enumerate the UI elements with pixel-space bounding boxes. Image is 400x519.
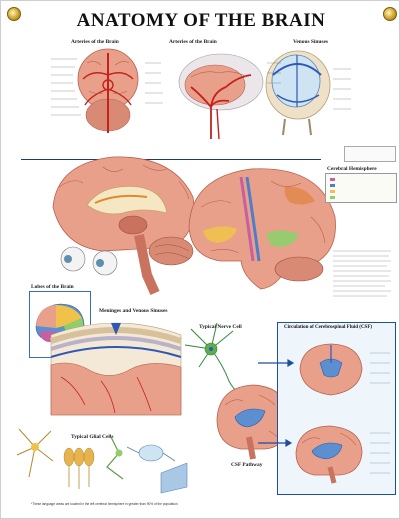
section-title-lobes: Lobes of the Brain bbox=[31, 284, 74, 290]
divider-top bbox=[21, 159, 321, 160]
sagittal-brain-illustration bbox=[52, 156, 195, 296]
csf-sagittal-illustration bbox=[295, 425, 363, 484]
glial-cells-illustration bbox=[16, 428, 188, 494]
legend-row-1 bbox=[330, 177, 337, 181]
functional-areas-key-lines bbox=[333, 250, 391, 297]
legend-row-2 bbox=[330, 183, 337, 187]
section-title-glial-cells: Typical Glial Cells bbox=[71, 434, 114, 440]
section-title-nerve-cell: Typical Nerve Cell bbox=[199, 324, 242, 330]
csf-circulation-panel: Circulation of Cerebrospinal Fluid (CSF) bbox=[258, 322, 396, 495]
arteries-base-illustration bbox=[77, 48, 139, 133]
legend-row-4 bbox=[330, 195, 337, 199]
csf-coronal-illustration bbox=[299, 343, 363, 396]
meninges-illustration bbox=[50, 322, 182, 416]
arteries-side-illustration bbox=[178, 53, 264, 140]
cerebral-hemisphere-legend bbox=[325, 173, 397, 203]
eyeballs-illustration bbox=[60, 246, 118, 276]
poster-title: ANATOMY OF THE BRAIN bbox=[76, 10, 326, 31]
top-row-leader-lines bbox=[51, 58, 351, 116]
grommet-top-left bbox=[7, 7, 21, 21]
section-title-csf-pathway: CSF Pathway bbox=[231, 462, 263, 468]
venous-sinuses-illustration bbox=[265, 50, 331, 136]
grommet-top-right bbox=[383, 7, 397, 21]
csf-circulation-title: Circulation of Cerebrospinal Fluid (CSF) bbox=[284, 325, 373, 330]
section-title-arteries-side: Arteries of the Brain bbox=[169, 39, 217, 45]
abbreviation-key-box bbox=[344, 146, 396, 162]
section-title-meninges: Meninges and Venous Sinuses bbox=[99, 308, 168, 314]
lateral-brain-illustration bbox=[188, 168, 336, 290]
footer-note: *These language areas are located in the… bbox=[31, 502, 179, 506]
legend-row-3 bbox=[330, 189, 337, 193]
section-title-cerebral-hemisphere: Cerebral Hemisphere bbox=[327, 166, 377, 172]
csf-arrows bbox=[258, 352, 390, 474]
section-title-arteries-base: Arteries of the Brain bbox=[71, 39, 119, 45]
section-title-venous-sinuses: Venous Sinuses bbox=[293, 39, 329, 45]
